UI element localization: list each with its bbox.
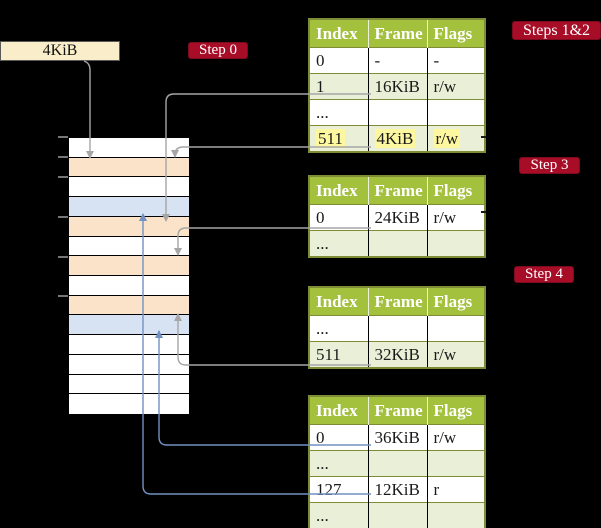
- cell: 1: [309, 73, 368, 100]
- cell: ...: [309, 99, 368, 126]
- table-row: 0 - -: [309, 47, 485, 74]
- memory-frame-row: [69, 275, 189, 296]
- page-table-level3: Index Frame Flags ... 511 32KiB r/w: [308, 286, 486, 369]
- cell: 0: [309, 424, 368, 451]
- header-cell: Index: [309, 287, 368, 316]
- step-4-badge: Step 4: [514, 266, 574, 283]
- header-cell: Index: [309, 396, 368, 425]
- cell: 0: [309, 47, 368, 74]
- memory-frame-row: [69, 138, 189, 158]
- header-cell: Frame: [367, 396, 427, 425]
- table-row: 0 36KiB r/w: [309, 424, 485, 451]
- cell: 127: [309, 476, 368, 503]
- table-row: 1 16KiB r/w: [309, 73, 485, 100]
- step-0-badge: Step 0: [188, 42, 248, 59]
- page-table-base-box: 4KiB: [0, 41, 120, 61]
- header-cell: Flags: [426, 396, 485, 425]
- page-table-leaf: Index Frame Flags 0 36KiB r/w ... 127 12…: [308, 395, 486, 528]
- memory-frame-row-pagetable: [69, 157, 189, 178]
- memory-frame-row: [69, 394, 189, 414]
- memory-frame-row-data: [69, 197, 189, 217]
- cell: r/w: [426, 73, 485, 100]
- highlighted-value: 4KiB: [374, 128, 416, 148]
- cell: ...: [309, 230, 368, 257]
- cell: [426, 450, 485, 477]
- cell: 0: [309, 204, 368, 231]
- header-cell: Frame: [367, 176, 427, 205]
- memory-frame-row-pagetable: [69, 216, 189, 237]
- memory-frame-row: [69, 236, 189, 257]
- header-cell: Flags: [426, 176, 485, 205]
- table-row: ...: [309, 99, 485, 126]
- page-table-root: Index Frame Flags 0 - - 1 16KiB r/w ... …: [308, 18, 486, 153]
- cell: 511: [309, 341, 368, 368]
- memory-frame-row: [69, 374, 189, 395]
- memory-frame-row-pagetable: [69, 295, 189, 316]
- cell: 36KiB: [367, 424, 427, 451]
- physical-memory-column: [68, 137, 190, 415]
- header-cell: Index: [309, 19, 368, 48]
- memory-frame-row: [69, 335, 189, 355]
- table-row: 127 12KiB r: [309, 476, 485, 503]
- cell: -: [426, 47, 485, 74]
- cell: r/w: [426, 125, 485, 152]
- cell: [367, 450, 427, 477]
- highlighted-value: r/w: [433, 128, 461, 148]
- cell: [426, 99, 485, 126]
- table-row: 511 32KiB r/w: [309, 341, 485, 368]
- cell: r/w: [426, 424, 485, 451]
- steps-1-2-badge: Steps 1&2: [512, 21, 601, 40]
- page-table-base-label: 4KiB: [42, 42, 78, 59]
- table-row: ...: [309, 315, 485, 342]
- cell: r/w: [426, 204, 485, 231]
- cell: [426, 315, 485, 342]
- table-row: ...: [309, 230, 485, 257]
- memory-address-ticks: [58, 136, 68, 297]
- cell: r: [426, 476, 485, 503]
- header-cell: Flags: [426, 19, 485, 48]
- page-table-level2: Index Frame Flags 0 24KiB r/w ...: [308, 175, 486, 258]
- header-cell: Index: [309, 176, 368, 205]
- cell: 511: [309, 125, 368, 152]
- cell: [426, 230, 485, 257]
- memory-frame-row-data: [69, 315, 189, 336]
- table-row-highlighted: 511 4KiB r/w: [309, 125, 485, 152]
- header-cell: Frame: [367, 287, 427, 316]
- memory-frame-row-pagetable: [69, 256, 189, 276]
- header-cell: Flags: [426, 287, 485, 316]
- cell: r/w: [426, 341, 485, 368]
- step-3-badge: Step 3: [519, 157, 580, 174]
- cell: [367, 99, 427, 126]
- table-row: ...: [309, 450, 485, 477]
- cell: ...: [309, 450, 368, 477]
- highlighted-value: 511: [316, 128, 345, 148]
- table-row: ...: [309, 502, 485, 528]
- cell: [367, 315, 427, 342]
- memory-frame-row: [69, 177, 189, 198]
- header-cell: Frame: [367, 19, 427, 48]
- cell: 32KiB: [367, 341, 427, 368]
- cell: [367, 502, 427, 528]
- cell: ...: [309, 315, 368, 342]
- cell: [367, 230, 427, 257]
- cell: 16KiB: [367, 73, 427, 100]
- memory-frame-row: [69, 354, 189, 375]
- cell: [426, 502, 485, 528]
- table-row: 0 24KiB r/w: [309, 204, 485, 231]
- cell: 4KiB: [367, 125, 427, 152]
- cell: ...: [309, 502, 368, 528]
- cell: 12KiB: [367, 476, 427, 503]
- cell: -: [367, 47, 427, 74]
- cell: 24KiB: [367, 204, 427, 231]
